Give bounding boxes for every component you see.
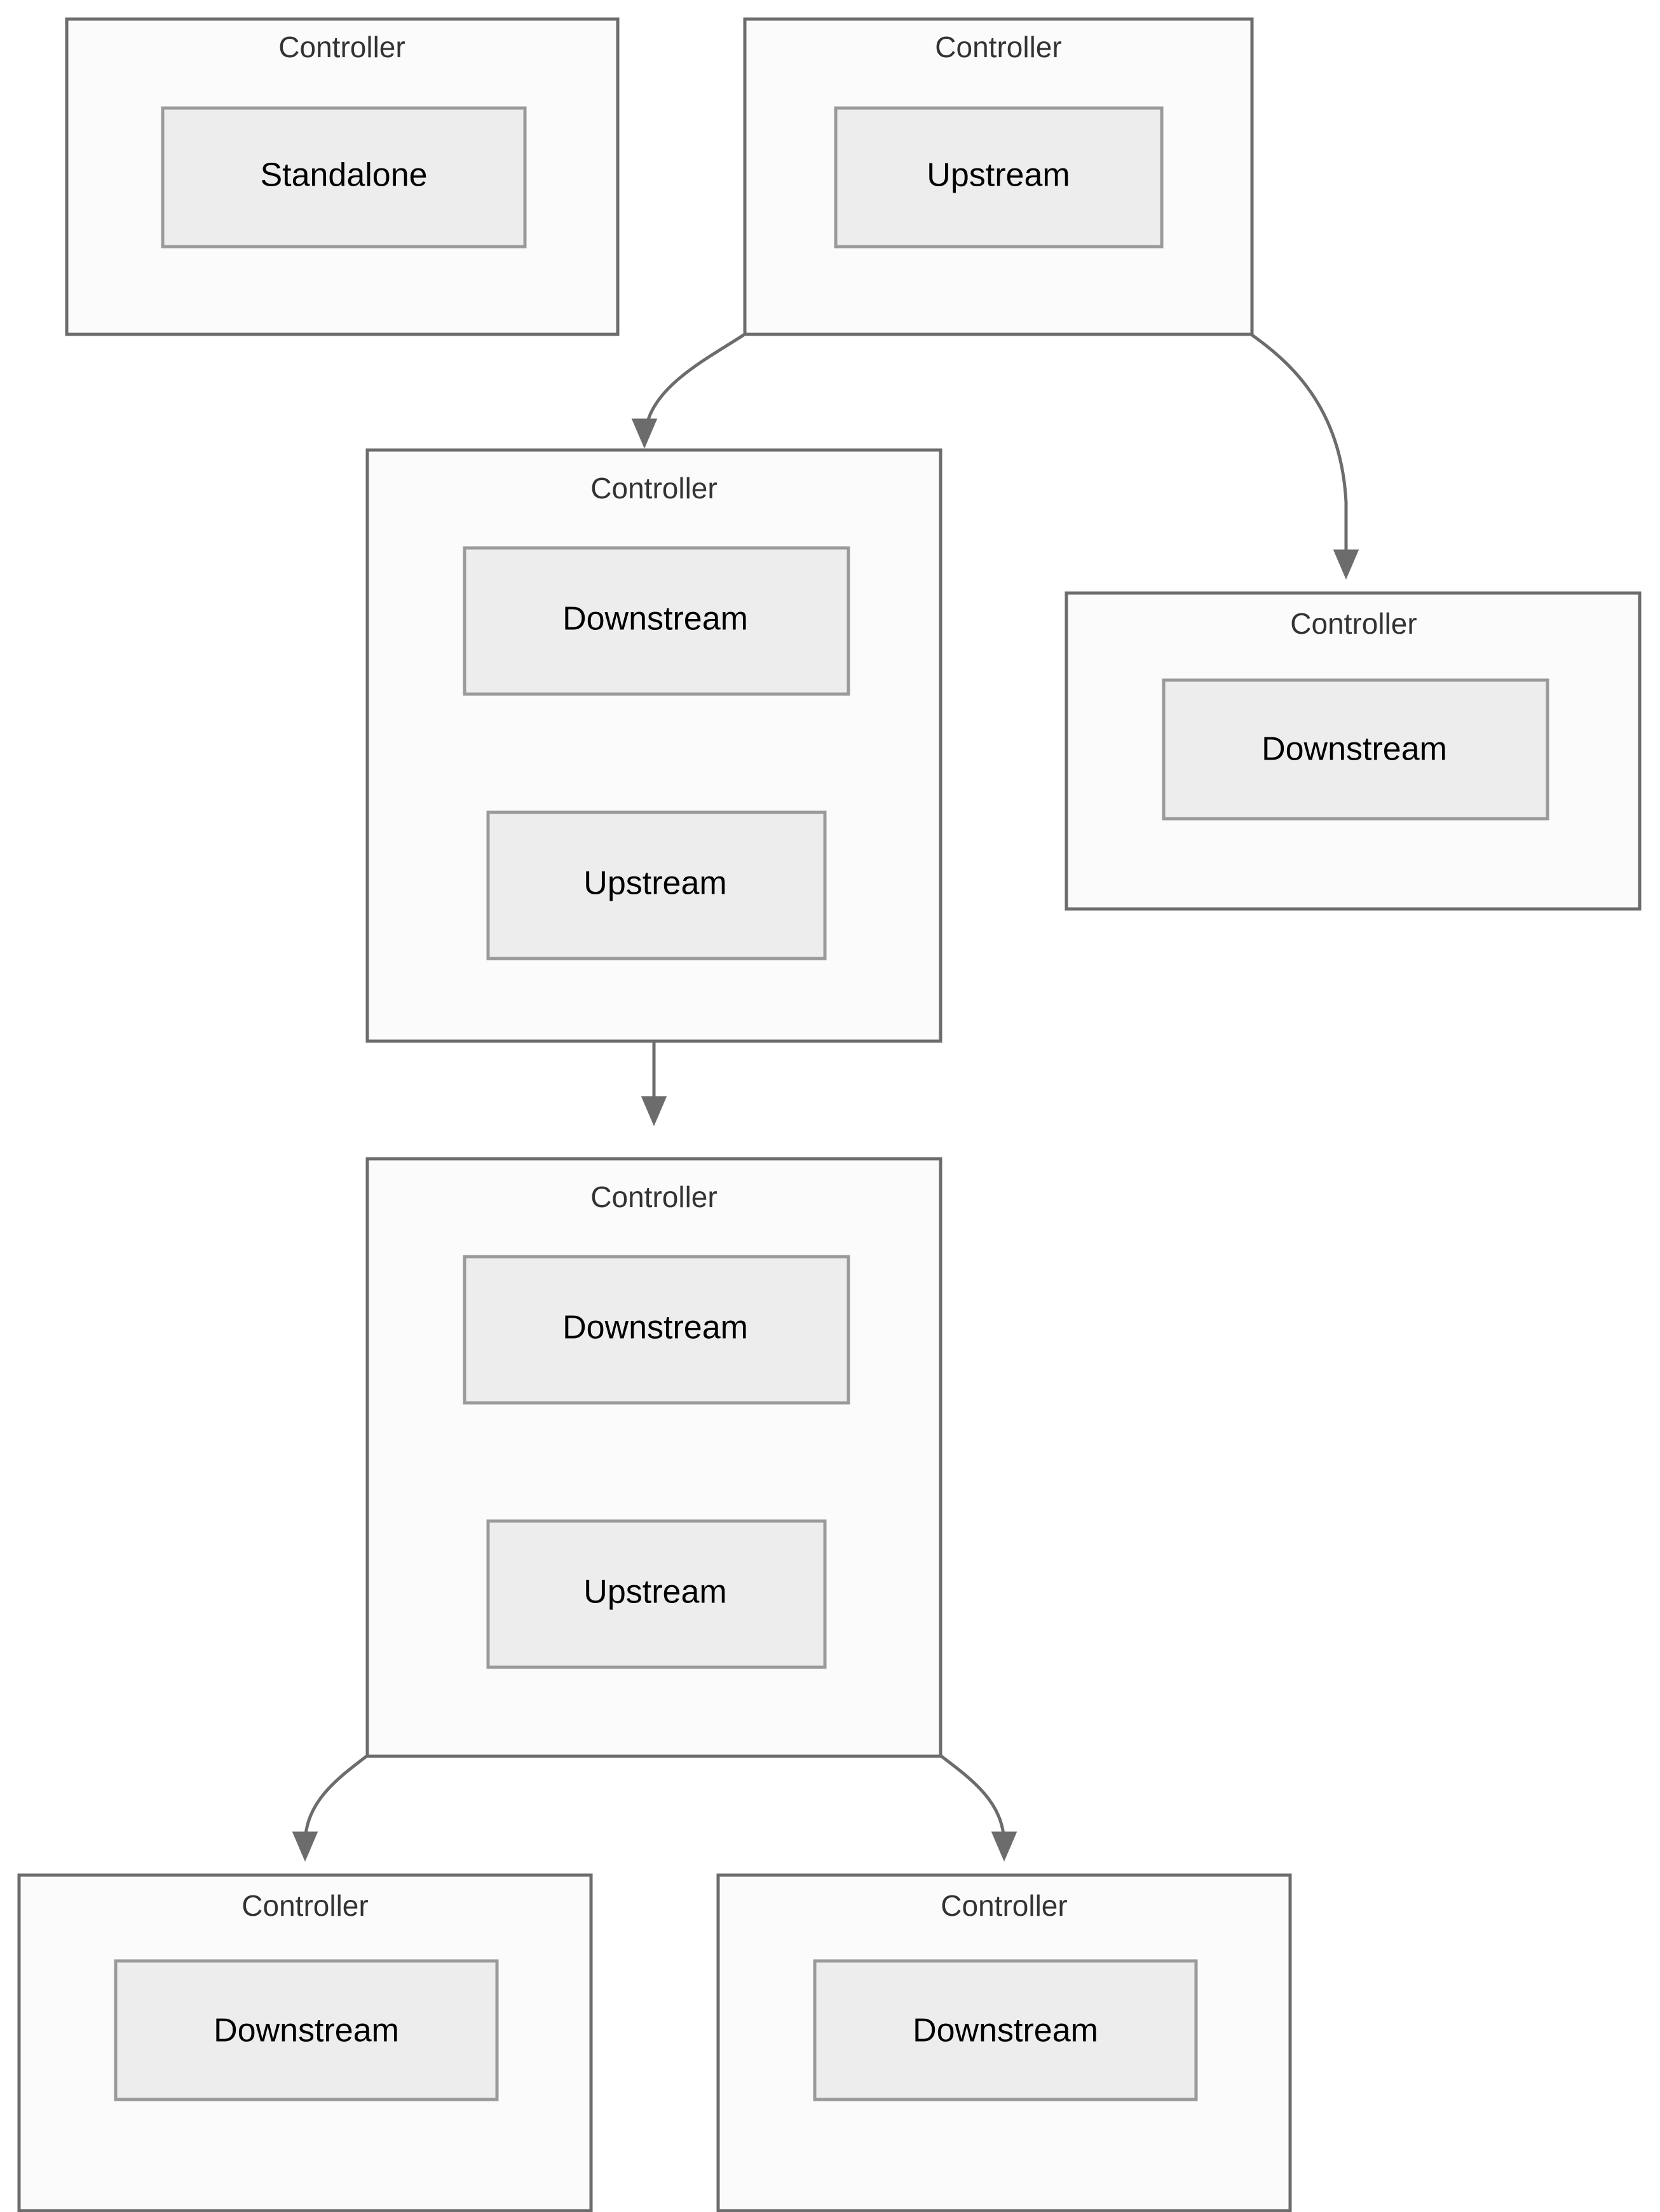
mid-one-upstream-label: Upstream (583, 865, 726, 902)
controller-leaf-right-label: Controller (941, 1889, 1067, 1922)
standalone-label: Standalone (260, 157, 427, 194)
mid-two-upstream-label: Upstream (583, 1574, 726, 1611)
standalone-box[interactable] (161, 106, 527, 249)
arrowhead-icon (641, 1096, 667, 1126)
leaf-right-downstream-label: Downstream (913, 2012, 1098, 2049)
edge-mid-one-to-mid-two (641, 1041, 667, 1126)
arrowhead-icon (631, 418, 658, 449)
edge-path (643, 333, 745, 440)
mid-two-upstream-box[interactable] (486, 1519, 827, 1669)
edge-path (1250, 333, 1348, 571)
controller-standalone-group[interactable]: Controller Standalone (65, 17, 620, 336)
edge-mid-two-to-leaf-left (292, 1754, 369, 1862)
controller-mid-one-group[interactable]: Controller Downstream Upstream (365, 448, 942, 1043)
edge-root-to-mid-one (631, 333, 745, 449)
controller-leaf-right-group[interactable]: Controller Downstream (716, 1873, 1292, 2212)
controller-mid-two-group[interactable]: Controller Downstream Upstream (365, 1157, 942, 1758)
leaf-right-downstream-box[interactable] (813, 1959, 1198, 2101)
leaf-left-downstream-label: Downstream (214, 2012, 399, 2049)
leaf-left-downstream-box[interactable] (114, 1959, 499, 2101)
mid-one-upstream-box[interactable] (486, 810, 827, 960)
mid-two-downstream-label: Downstream (562, 1309, 748, 1346)
edge-mid-two-to-leaf-right (939, 1754, 1017, 1862)
mid-one-downstream-box[interactable] (463, 546, 850, 696)
mid-two-downstream-box[interactable] (463, 1255, 850, 1405)
controller-leaf-left-label: Controller (242, 1889, 368, 1922)
right-downstream-label: Downstream (1262, 731, 1447, 768)
controller-root-upstream-label: Controller (935, 31, 1061, 64)
arrowhead-icon (991, 1831, 1017, 1862)
controller-leaf-left-group[interactable]: Controller Downstream (17, 1873, 593, 2212)
arrowhead-icon (292, 1831, 318, 1862)
controller-mid-one-label: Controller (590, 472, 717, 505)
upstream-label: Upstream (927, 157, 1070, 194)
controller-right-downstream-group[interactable]: Controller Downstream (1065, 591, 1642, 911)
upstream-box[interactable] (834, 106, 1164, 249)
controller-mid-two-label: Controller (590, 1180, 717, 1213)
edge-layer (292, 333, 1359, 1862)
controller-root-upstream-group[interactable]: Controller Upstream (743, 17, 1254, 336)
right-downstream-box[interactable] (1162, 678, 1549, 821)
edge-root-to-right-downstream (1250, 333, 1359, 580)
arrowhead-icon (1333, 549, 1359, 580)
mid-one-downstream-label: Downstream (562, 601, 748, 638)
controller-standalone-label: Controller (278, 31, 405, 64)
controller-right-downstream-label: Controller (1290, 607, 1417, 640)
